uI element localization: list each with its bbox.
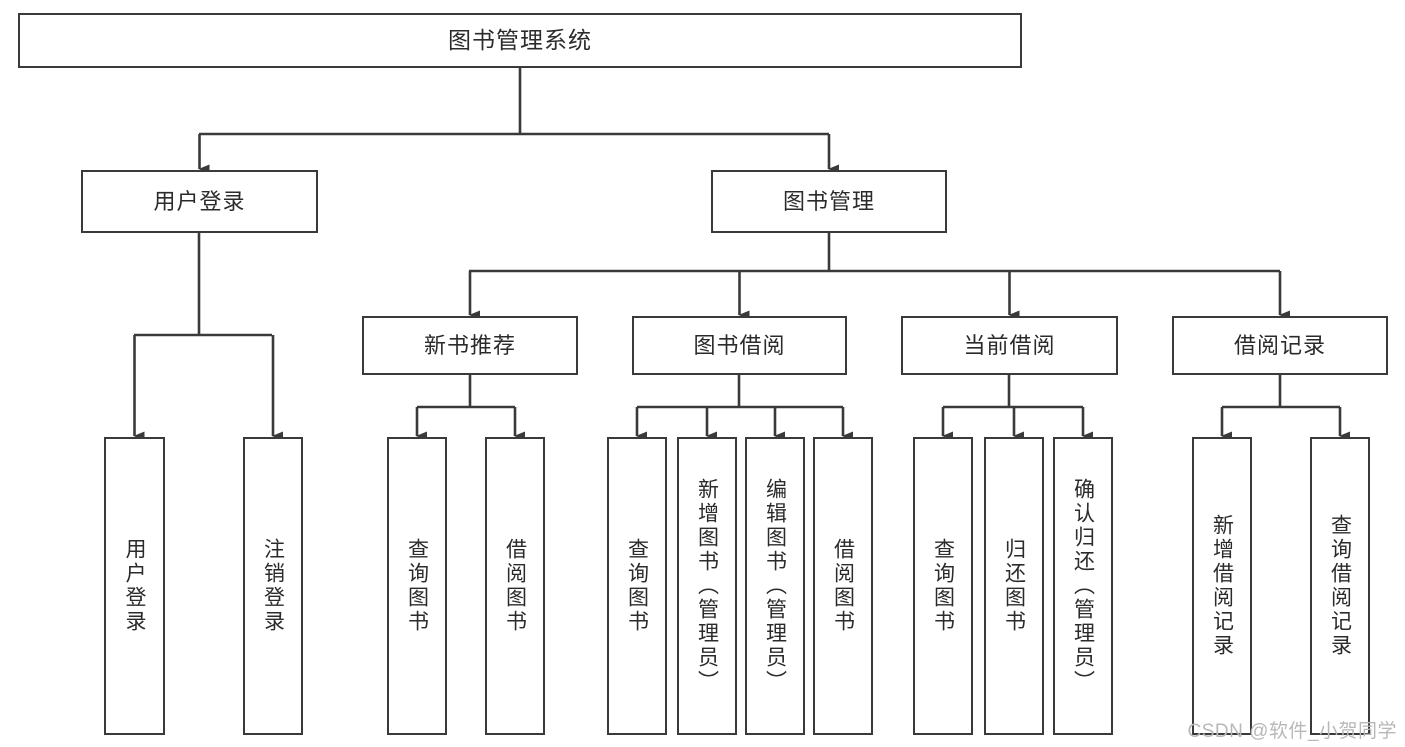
node-label: 确认归还（管理员） bbox=[1071, 478, 1095, 694]
node-leaf-logout[interactable]: 注销登录 bbox=[243, 437, 303, 735]
watermark: CSDN @软件_小贺同学 bbox=[1187, 721, 1397, 742]
node-book-borrow[interactable]: 图书借阅 bbox=[632, 316, 847, 375]
node-label: 用户登录 bbox=[123, 538, 146, 634]
node-label: 注销登录 bbox=[261, 538, 285, 634]
node-leaf-confirm-return[interactable]: 确认归还（管理员） bbox=[1053, 437, 1113, 735]
node-leaf-borrow-book-2[interactable]: 借阅图书 bbox=[813, 437, 873, 735]
node-leaf-add-record[interactable]: 新增借阅记录 bbox=[1192, 437, 1252, 735]
node-label: 借阅记录 bbox=[1233, 332, 1326, 358]
node-label: 图书管理 bbox=[782, 188, 875, 214]
node-label: 新增图书（管理员） bbox=[695, 478, 719, 694]
node-leaf-user-login[interactable]: 用户登录 bbox=[104, 437, 165, 735]
node-label: 查询图书 bbox=[405, 538, 429, 634]
node-label: 归还图书 bbox=[1002, 538, 1026, 634]
node-label: 图书借阅 bbox=[693, 332, 786, 358]
node-label: 编辑图书（管理员） bbox=[763, 478, 787, 694]
node-label: 图书管理系统 bbox=[448, 27, 592, 54]
node-leaf-return-book[interactable]: 归还图书 bbox=[984, 437, 1044, 735]
node-root[interactable]: 图书管理系统 bbox=[18, 13, 1022, 68]
node-new-book-rec[interactable]: 新书推荐 bbox=[362, 316, 578, 375]
node-label: 新书推荐 bbox=[423, 332, 516, 358]
node-label: 新增借阅记录 bbox=[1210, 514, 1234, 658]
node-label: 查询图书 bbox=[625, 538, 649, 634]
node-leaf-query-book-1[interactable]: 查询图书 bbox=[387, 437, 447, 735]
node-leaf-add-book[interactable]: 新增图书（管理员） bbox=[677, 437, 737, 735]
node-book-manage[interactable]: 图书管理 bbox=[711, 170, 947, 233]
node-user-login[interactable]: 用户登录 bbox=[81, 170, 318, 233]
node-leaf-query-record[interactable]: 查询借阅记录 bbox=[1310, 437, 1370, 735]
node-leaf-borrow-book-1[interactable]: 借阅图书 bbox=[485, 437, 545, 735]
node-leaf-edit-book[interactable]: 编辑图书（管理员） bbox=[745, 437, 805, 735]
node-borrow-record[interactable]: 借阅记录 bbox=[1172, 316, 1388, 375]
node-label: 查询借阅记录 bbox=[1328, 514, 1352, 658]
node-label: 借阅图书 bbox=[831, 538, 855, 634]
node-leaf-query-book-2[interactable]: 查询图书 bbox=[607, 437, 667, 735]
node-label: 借阅图书 bbox=[503, 538, 527, 634]
node-label: 查询图书 bbox=[931, 538, 955, 634]
edge-layer bbox=[133, 68, 1350, 441]
node-leaf-query-book-3[interactable]: 查询图书 bbox=[913, 437, 973, 735]
node-current-borrow[interactable]: 当前借阅 bbox=[901, 316, 1118, 375]
node-label: 当前借阅 bbox=[963, 332, 1056, 358]
node-label: 用户登录 bbox=[153, 188, 246, 214]
